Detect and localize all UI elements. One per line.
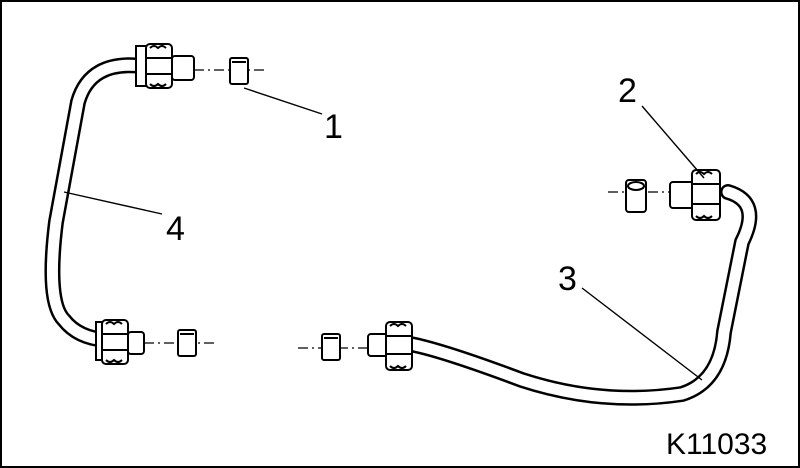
pipe-3 bbox=[402, 184, 758, 406]
seal-bottom-left bbox=[177, 329, 197, 357]
seal-right bbox=[625, 179, 647, 213]
fitting-pipe3-right bbox=[669, 169, 721, 221]
centre-lines bbox=[144, 69, 670, 349]
fitting-pipe3-left bbox=[367, 321, 413, 371]
callout-1: 1 bbox=[324, 108, 343, 146]
seal-bottom-mid bbox=[321, 333, 341, 361]
callout-3: 3 bbox=[558, 260, 577, 298]
callout-2: 2 bbox=[618, 72, 637, 110]
seal-top bbox=[229, 57, 249, 85]
fitting-bottom-left bbox=[95, 319, 145, 365]
fitting-top-left bbox=[135, 43, 195, 89]
figure-code: K11033 bbox=[666, 428, 767, 461]
pipe-4 bbox=[44, 57, 150, 348]
leader-lines bbox=[63, 87, 705, 381]
callout-4: 4 bbox=[166, 210, 185, 248]
